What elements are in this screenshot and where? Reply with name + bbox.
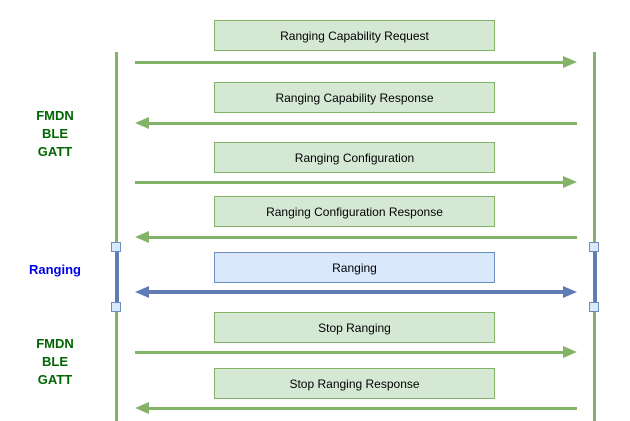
message-box-ranging-capability-request: Ranging Capability Request	[214, 20, 495, 51]
arrow-line	[146, 406, 577, 410]
section-label-line: GATT	[37, 372, 73, 387]
section-label-line: Ranging	[29, 262, 81, 277]
activation-marker	[589, 241, 599, 252]
message-arrow-left	[135, 401, 577, 415]
lifeline-left	[115, 52, 118, 421]
message-box-ranging: Ranging	[214, 252, 495, 283]
message-arrow-left	[135, 230, 577, 244]
lifeline-right	[593, 52, 596, 421]
message-arrow-right	[135, 345, 577, 359]
activation-marker	[111, 301, 121, 312]
section-label-line: BLE	[42, 354, 68, 369]
message-box-stop-ranging-response: Stop Ranging Response	[214, 368, 495, 399]
arrowhead-right-icon	[563, 56, 577, 68]
arrow-line	[146, 235, 577, 239]
section-label-fmdn-ble-gatt-bottom: FMDN BLE GATT	[5, 335, 105, 389]
message-box-ranging-capability-response: Ranging Capability Response	[214, 82, 495, 113]
arrow-line	[135, 180, 566, 184]
message-arrow-right	[135, 55, 577, 69]
arrowhead-left-icon	[135, 231, 149, 243]
message-box-ranging-configuration: Ranging Configuration	[214, 142, 495, 173]
arrowhead-left-icon	[135, 402, 149, 414]
arrow-line	[135, 350, 566, 354]
arrow-line	[135, 60, 566, 64]
section-label-line: BLE	[42, 126, 68, 141]
arrowhead-right-icon	[563, 176, 577, 188]
message-box-ranging-configuration-response: Ranging Configuration Response	[214, 196, 495, 227]
section-label-ranging: Ranging	[5, 261, 105, 279]
message-arrow-bidirectional	[135, 285, 577, 299]
section-label-line: GATT	[37, 144, 73, 159]
section-label-line: FMDN	[36, 336, 74, 351]
section-label-fmdn-ble-gatt-top: FMDN BLE GATT	[5, 107, 105, 161]
message-arrow-right	[135, 175, 577, 189]
activation-marker	[111, 241, 121, 252]
arrowhead-right-icon	[563, 346, 577, 358]
ranging-segment-left	[114, 247, 119, 307]
arrow-line	[146, 121, 577, 125]
arrowhead-right-icon	[563, 286, 577, 298]
activation-marker	[589, 301, 599, 312]
message-box-stop-ranging: Stop Ranging	[214, 312, 495, 343]
arrowhead-left-icon	[135, 286, 149, 298]
section-label-line: FMDN	[36, 108, 74, 123]
arrow-line	[146, 290, 566, 294]
arrowhead-left-icon	[135, 117, 149, 129]
message-arrow-left	[135, 116, 577, 130]
ranging-segment-right	[592, 247, 597, 307]
